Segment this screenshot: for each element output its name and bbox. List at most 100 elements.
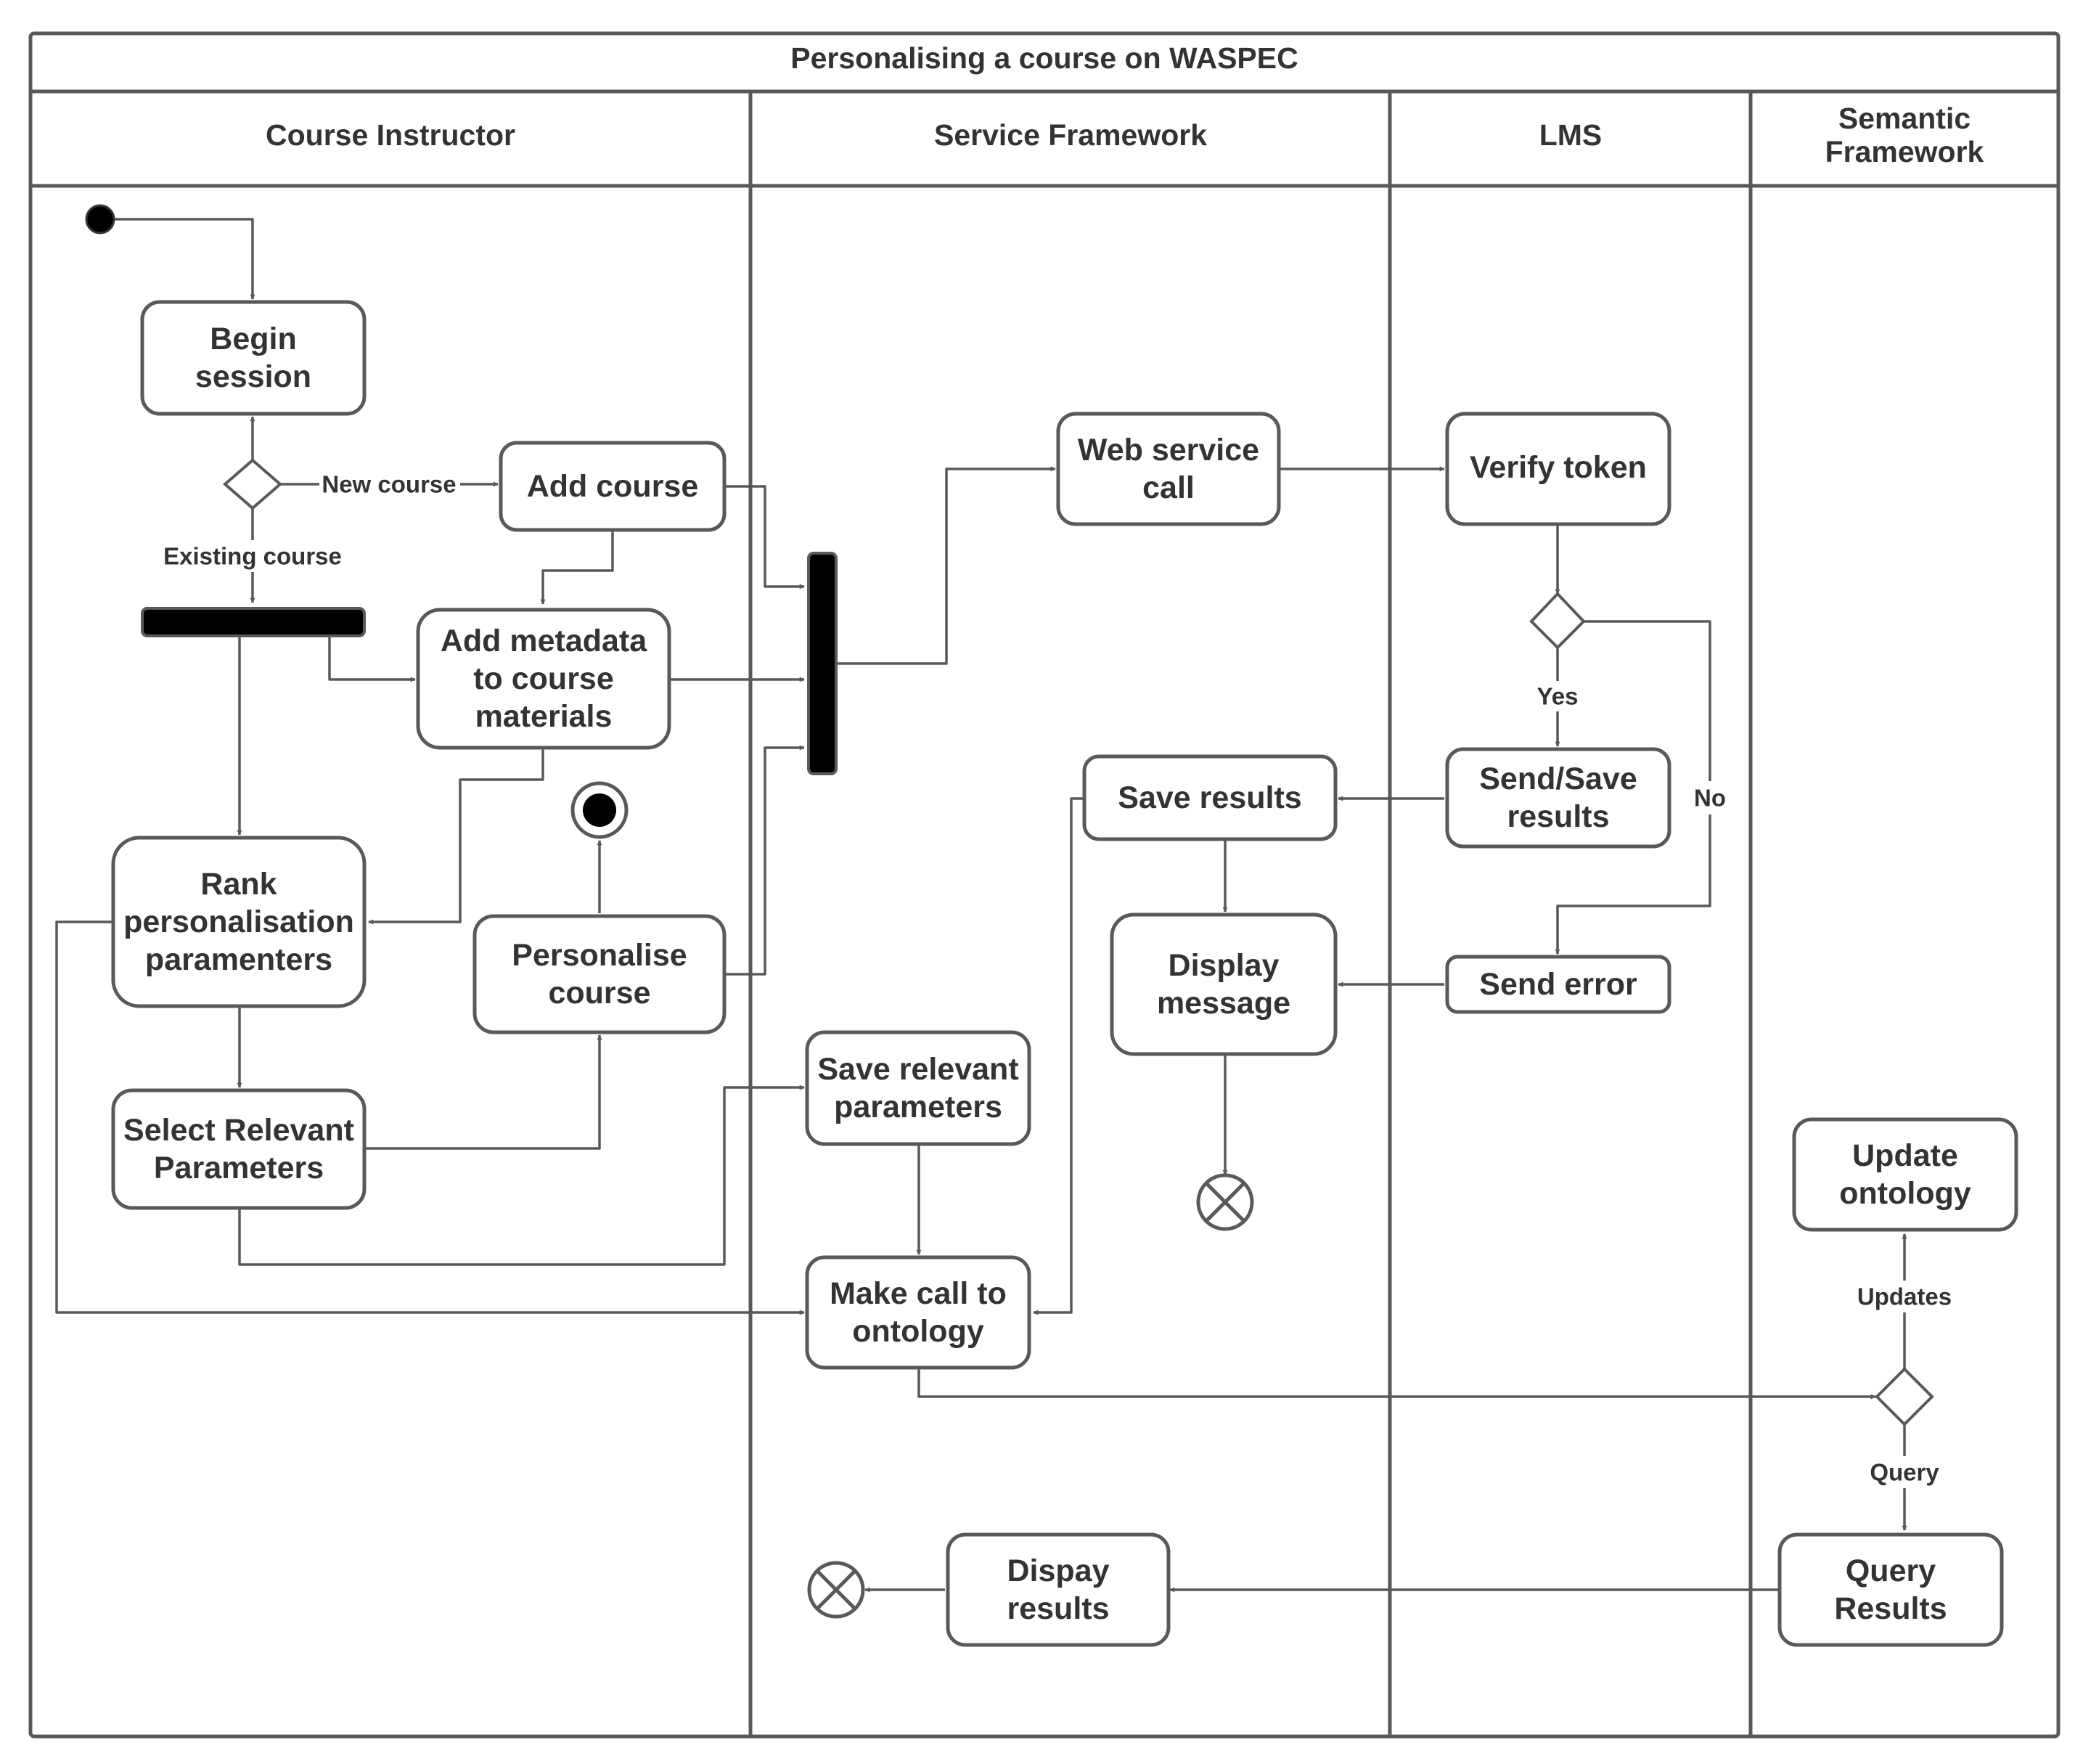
label-existing-course: Existing course [163,543,342,570]
text-line: materials [475,699,613,734]
lane-course-instructor: Course Instructor [266,118,515,152]
edge-addcourse-to-join [724,485,805,589]
text-line: Personalise [512,938,687,973]
svg-text:Add course: Add course [527,469,699,504]
edge-fork-to-metadata [328,637,416,682]
activity-send-error: Send error [1445,955,1671,1014]
svg-text:Send error: Send error [1479,967,1637,1002]
edge-select-to-saverelevant [238,1085,805,1266]
edges [55,218,1907,1593]
text-line: Results [1834,1591,1947,1626]
text-line: Begin [210,322,296,356]
text-line: parameters [834,1090,1002,1124]
text-line: message [1157,986,1290,1021]
text-line: Add course [527,469,699,504]
label-updates: Updates [1857,1283,1952,1310]
edge-start-to-begin [100,218,255,300]
text-line: Dispay [1007,1553,1109,1588]
edge-rank-to-makecall [55,920,805,1315]
activity-verify-token: Verify token [1445,412,1671,526]
edge-select-to-personalise [364,1034,602,1150]
label-query: Query [1870,1459,1939,1486]
text-line: ontology [1839,1176,1971,1211]
text-line: paramenters [145,942,332,977]
text-line: to course [473,661,614,696]
activity-save-results: Save results [1082,754,1338,841]
swimlane-frame [28,31,2061,1739]
text-line: Send error [1479,967,1637,1002]
text-line: Query [1846,1553,1936,1588]
edge-addcourse-to-metadata [540,531,614,605]
text-line: Semantic [1838,102,1971,135]
text-line: results [1507,799,1609,834]
text-line: Framework [1825,135,1984,168]
edge-makecall-to-decision [917,1369,1876,1400]
text-line: personalisation [123,905,354,939]
decision-course-type [222,458,283,510]
text-line: Send/Save [1479,761,1637,796]
text-line: call [1142,470,1195,505]
fork-bar [141,607,366,637]
label-no: No [1694,785,1726,812]
text-line: Save results [1118,780,1301,815]
decision-ontology-action [1875,1367,1934,1426]
text-line: Add metadata [441,624,647,658]
text-line: session [195,359,311,394]
text-line: results [1007,1591,1109,1626]
text-line: Select Relevant [123,1113,354,1148]
activity-add-course: Add course [499,441,727,532]
decision-token-valid [1529,592,1586,650]
text-line: Verify token [1470,450,1647,485]
text-line: Web service [1078,433,1259,467]
edge-metadata-to-rank [368,748,544,925]
activity-final-node [570,781,629,839]
flow-final-node-display [1196,1173,1254,1231]
text-line: Make call to [830,1276,1007,1311]
text-line: Parameters [154,1151,324,1185]
join-bar [807,552,838,775]
flow-final-node-results [807,1561,865,1619]
initial-node [85,204,115,234]
label-new-course: New course [322,471,456,498]
lane-service-framework: Service Framework [934,118,1207,152]
diagram-title: Personalising a course on WASPEC [790,41,1298,75]
text-line: Rank [200,867,277,902]
edge-saveresults-to-makecall [1033,797,1084,1315]
lane-lms: LMS [1539,118,1603,152]
edge-no [1555,620,1711,955]
svg-text:Save results: Save results [1118,780,1301,815]
text-line: Update [1852,1138,1958,1173]
svg-text:Verify token: Verify token [1470,450,1647,485]
label-yes: Yes [1537,683,1579,710]
text-line: ontology [852,1314,984,1349]
text-line: course [548,976,650,1010]
text-line: Display [1169,948,1280,983]
